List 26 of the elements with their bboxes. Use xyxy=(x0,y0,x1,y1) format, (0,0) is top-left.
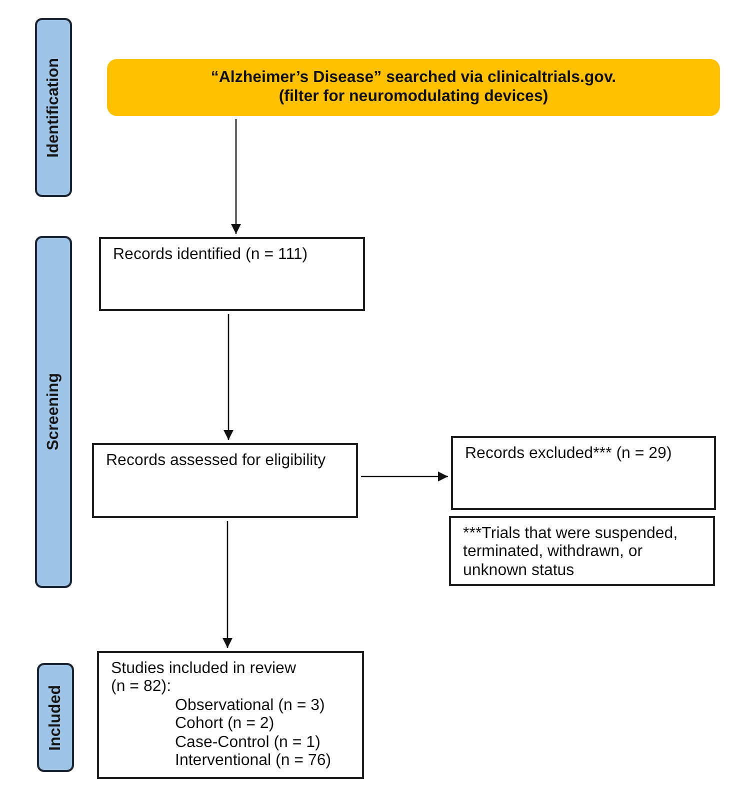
process-box xyxy=(97,651,364,779)
box-label: Records assessed for eligibility xyxy=(106,452,326,470)
arrow xyxy=(222,521,232,648)
search-text: “Alzheimer’s Disease” searched via clinicaltrials.gov. (filter for neuromodulating devices) xyxy=(210,68,618,106)
process-box xyxy=(99,237,365,311)
stage-band xyxy=(35,236,72,588)
stage-label: Included xyxy=(48,684,64,750)
stage-label: Identification xyxy=(46,58,62,158)
box-label: Records identified (n = 111) xyxy=(113,246,308,264)
search-banner xyxy=(107,59,720,116)
arrow xyxy=(231,119,241,234)
list-item: Interventional (n = 76) xyxy=(175,752,332,770)
list-item: Observational (n = 3) xyxy=(175,696,325,716)
arrow xyxy=(361,472,448,482)
process-box xyxy=(449,516,715,586)
list-item: Case-Control (n = 1) xyxy=(175,734,320,752)
stage-label: Screening xyxy=(46,373,62,451)
list-item: Cohort (n = 2) xyxy=(175,715,274,734)
box-label: Studies included in review (n = 82): xyxy=(111,660,297,697)
process-box xyxy=(451,436,716,510)
process-box xyxy=(92,443,358,518)
stage-band xyxy=(37,663,74,772)
arrow xyxy=(224,314,234,440)
box-label: Records excluded*** (n = 29) xyxy=(465,445,672,464)
box-label: ***Trials that were suspended, terminated, withdrawn, or unknown status xyxy=(463,525,679,580)
stage-band xyxy=(35,18,72,197)
